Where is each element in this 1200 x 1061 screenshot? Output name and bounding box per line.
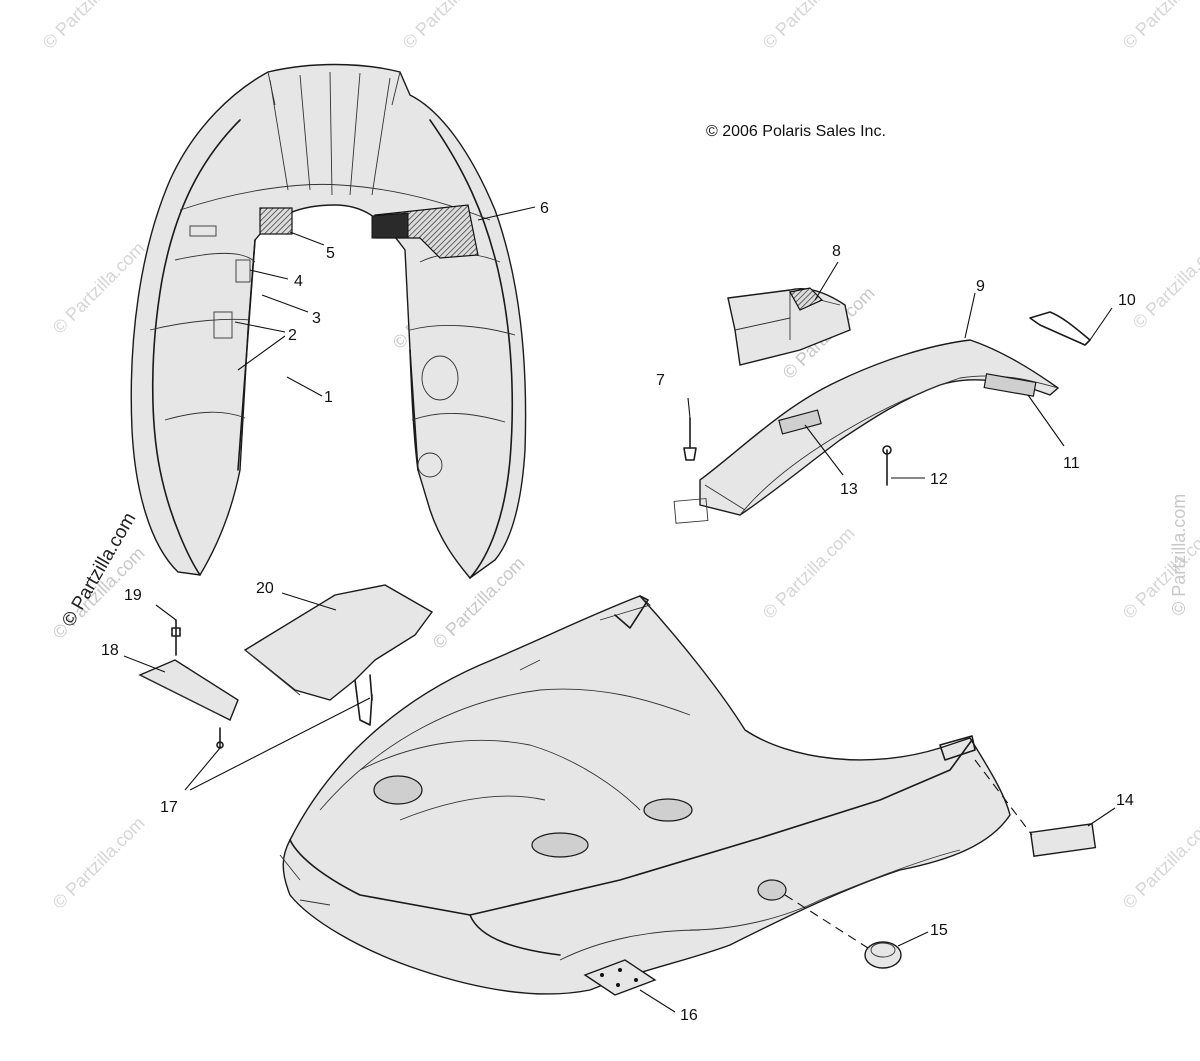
hood-upper-illustration [130, 63, 527, 579]
watermark-text: © Partzilla.com [39, 0, 139, 53]
copyright-text: © 2006 Polaris Sales Inc. [706, 123, 886, 140]
part-19-bolt [171, 619, 181, 656]
callout-11: 11 [1063, 455, 1080, 472]
part-7-bolt [683, 417, 697, 461]
callout-1: 1 [324, 389, 333, 406]
callout-17: 17 [160, 799, 178, 816]
callout-18: 18 [101, 642, 119, 659]
callout-13: 13 [840, 481, 858, 498]
watermark-text: © Partzilla.com [49, 238, 149, 338]
part-16-plate [583, 959, 657, 996]
callout-10: 10 [1118, 292, 1136, 309]
callout-6: 6 [540, 200, 549, 217]
watermark-text: © Partzilla.com [1169, 494, 1189, 615]
callout-16: 16 [680, 1007, 698, 1024]
callout-3: 3 [312, 310, 321, 327]
callout-14: 14 [1116, 792, 1134, 809]
hood-lower-illustration [279, 595, 1011, 995]
callout-19: 19 [124, 587, 142, 604]
watermark-text: © Partzilla.com [1129, 233, 1200, 333]
callout-9: 9 [976, 278, 985, 295]
part-20-plate [243, 584, 434, 726]
callouts-upper-hood: 1 2 3 4 5 6 [234, 200, 549, 406]
part-8-illustration [727, 287, 851, 366]
callout-8: 8 [832, 243, 841, 260]
part-12-rivet [882, 445, 892, 486]
watermark-text: © Partzilla.com [759, 0, 859, 53]
watermark-text: © Partzilla.com [759, 523, 859, 623]
part-17-fasteners [216, 727, 224, 749]
part-10-illustration [1029, 307, 1113, 346]
watermark-text: © Partzilla.com [49, 813, 149, 913]
watermark-text: © Partzilla.com [1119, 813, 1200, 913]
part-15-plug [864, 941, 902, 969]
callout-12: 12 [930, 471, 948, 488]
part-9-illustration [673, 339, 1060, 524]
callout-15: 15 [930, 922, 948, 939]
callout-20: 20 [256, 580, 274, 597]
callout-2: 2 [288, 327, 297, 344]
watermark-text: © Partzilla.com [1119, 0, 1200, 53]
callout-5: 5 [326, 245, 335, 262]
part-18-plate [138, 659, 239, 721]
watermark-text: © Partzilla.com [399, 0, 499, 53]
callout-4: 4 [294, 273, 303, 290]
part-14-illustration [1029, 823, 1097, 857]
callout-7: 7 [656, 372, 665, 389]
